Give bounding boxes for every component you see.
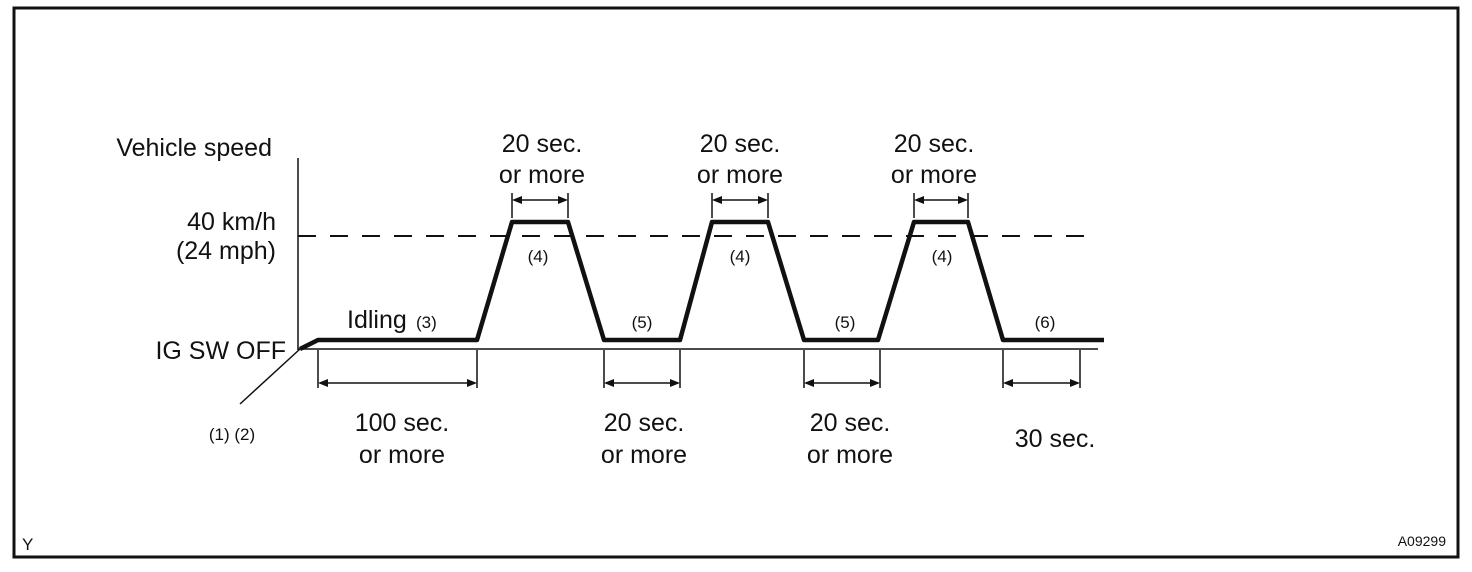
- cruise-3-duration-line1: 20 sec.: [894, 130, 975, 158]
- idling-label: Idling: [347, 306, 407, 334]
- cruise-1-duration-line1: 20 sec.: [502, 130, 583, 158]
- cruise-1-duration-line2: or more: [499, 161, 585, 189]
- final-step-label: (6): [1035, 313, 1056, 332]
- final-duration-label: 30 sec.: [1015, 425, 1096, 453]
- figure-frame: [12, 6, 1460, 559]
- idling-step-label: (3): [416, 313, 437, 332]
- cruise-2-duration-line1: 20 sec.: [700, 130, 781, 158]
- cruise-3-duration-arrow: [913, 193, 969, 218]
- idle-2-duration-arrow: [803, 350, 881, 388]
- cruise-2-duration-arrow: [711, 193, 769, 218]
- idling-duration-line1: 100 sec.: [355, 409, 450, 437]
- idle-1-duration-arrow: [603, 350, 681, 388]
- idle-1-step-label: (5): [632, 313, 653, 332]
- cruise-3-step-label: (4): [932, 247, 953, 266]
- ig-sw-off-label: IG SW OFF: [155, 337, 286, 365]
- idling-duration-arrow: [317, 350, 478, 388]
- start-steps-label: (1) (2): [209, 425, 255, 444]
- idle-2-duration-line2: or more: [807, 441, 893, 469]
- figure-code-label: A09299: [1398, 533, 1446, 549]
- cruise-2-duration-line2: or more: [697, 161, 783, 189]
- vehicle-speed-label: Vehicle speed: [116, 134, 272, 162]
- idle-1-duration-line1: 20 sec.: [604, 409, 685, 437]
- final-duration-arrow: [1002, 350, 1081, 388]
- speed-value-label: 40 km/h: [187, 208, 276, 236]
- start-leader-line: [239, 348, 301, 405]
- speed-profile-line: [298, 219, 1104, 352]
- corner-mark-left: Y: [22, 535, 33, 554]
- idle-2-step-label: (5): [835, 313, 856, 332]
- idle-1-duration-line2: or more: [601, 441, 687, 469]
- idling-duration-line2: or more: [359, 441, 445, 469]
- cruise-3-duration-line2: or more: [891, 161, 977, 189]
- cruise-1-step-label: (4): [528, 247, 549, 266]
- cruise-2-step-label: (4): [730, 247, 751, 266]
- idle-2-duration-line1: 20 sec.: [810, 409, 891, 437]
- cruise-1-duration-arrow: [511, 193, 569, 218]
- speed-value-mph-label: (24 mph): [176, 237, 276, 265]
